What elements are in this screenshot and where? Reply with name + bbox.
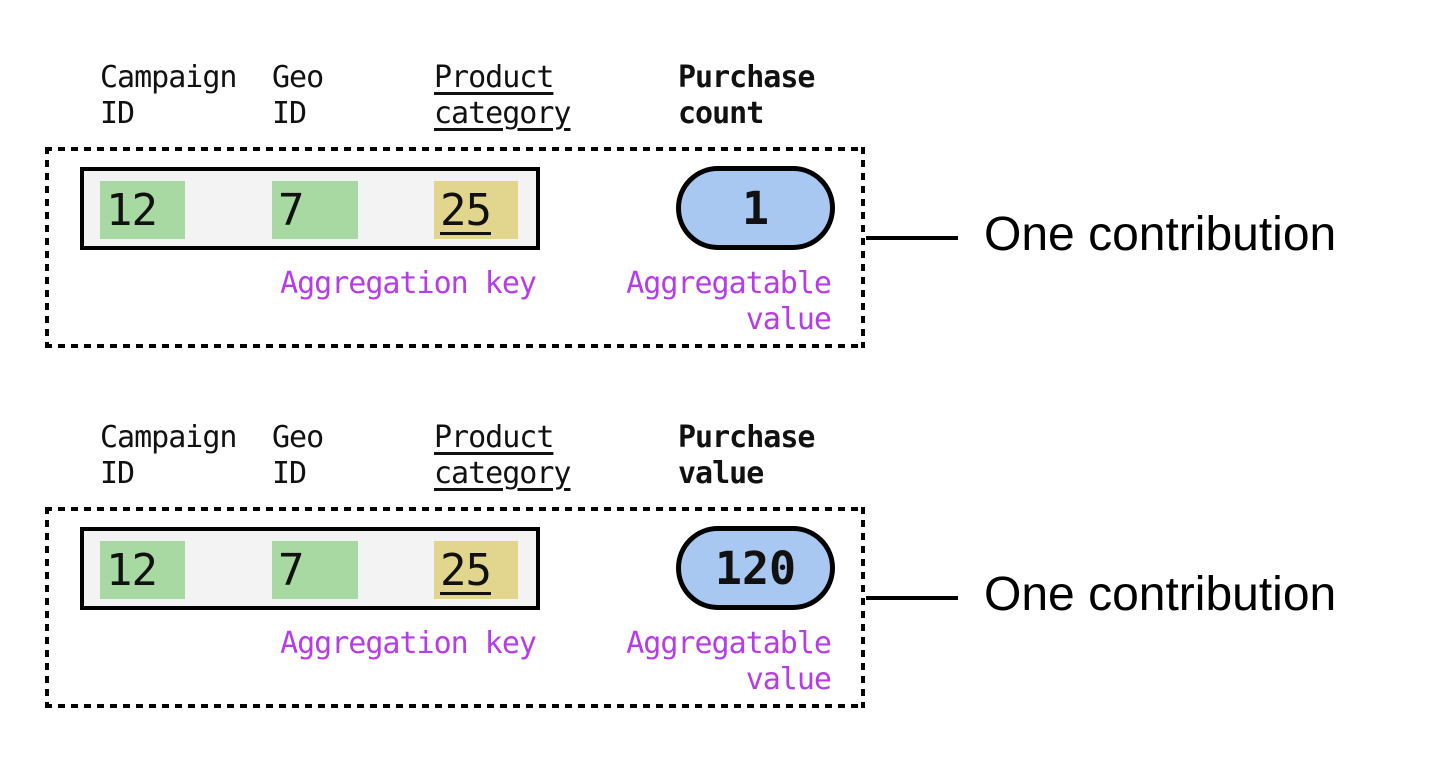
header-line: Campaign [100,60,237,95]
pill-value: 1 [741,181,770,235]
key-cell-value: 12 [106,544,158,596]
header-line: category [434,96,571,131]
aggregation-key-label: Aggregation key [280,626,537,661]
header-line: ID [272,456,307,491]
column-header-product-category: Product category [434,420,571,492]
header-line: ID [100,96,135,131]
header-line: Product [434,60,554,95]
contribution-figure-value: Campaign ID Geo ID Product category Purc… [0,360,1442,720]
key-cell-campaign-id: 12 [100,181,185,239]
key-cell-geo-id: 7 [272,181,358,239]
aggregatable-value-pill: 120 [676,526,835,610]
pill-value: 120 [714,541,797,595]
key-cell-value: 12 [106,184,158,236]
aggregatable-value-label-line: Aggregatable [626,626,832,661]
column-header-product-category: Product category [434,60,571,132]
header-line: Geo [272,60,324,95]
callout-line [866,596,958,600]
aggregatable-value-label-line: Aggregatable [626,266,832,301]
key-cell-value: 25 [440,184,492,236]
key-cell-value: 7 [278,184,304,236]
key-cell-campaign-id: 12 [100,541,185,599]
key-cell-geo-id: 7 [272,541,358,599]
callout-line [866,236,958,240]
aggregatable-value-label-line: value [745,662,832,697]
header-line: ID [272,96,307,131]
callout-label: One contribution [984,208,1337,261]
column-header-campaign-id: Campaign ID [100,60,237,132]
header-line: count [678,96,764,131]
aggregatable-value-pill: 1 [676,166,835,250]
header-line: value [678,456,764,491]
header-line: Geo [272,420,324,455]
header-line: Purchase [678,60,815,95]
key-cell-value: 7 [278,544,304,596]
column-header-purchase-count: Purchase count [678,60,815,132]
header-line: Campaign [100,420,237,455]
header-line: Purchase [678,420,815,455]
callout-label: One contribution [984,568,1337,621]
key-cell-value: 25 [440,544,492,596]
aggregatable-value-label: Aggregatable value [626,626,832,698]
header-line: category [434,456,571,491]
column-header-geo-id: Geo ID [272,420,324,492]
column-header-campaign-id: Campaign ID [100,420,237,492]
contribution-figure-count: Campaign ID Geo ID Product category Purc… [0,0,1442,360]
column-header-purchase-value: Purchase value [678,420,815,492]
header-line: ID [100,456,135,491]
aggregatable-value-label-line: value [745,302,832,337]
column-header-geo-id: Geo ID [272,60,324,132]
aggregation-key-label: Aggregation key [280,266,537,301]
header-line: Product [434,420,554,455]
aggregatable-value-label: Aggregatable value [626,266,832,338]
key-cell-product-category: 25 [434,541,518,599]
key-cell-product-category: 25 [434,181,518,239]
